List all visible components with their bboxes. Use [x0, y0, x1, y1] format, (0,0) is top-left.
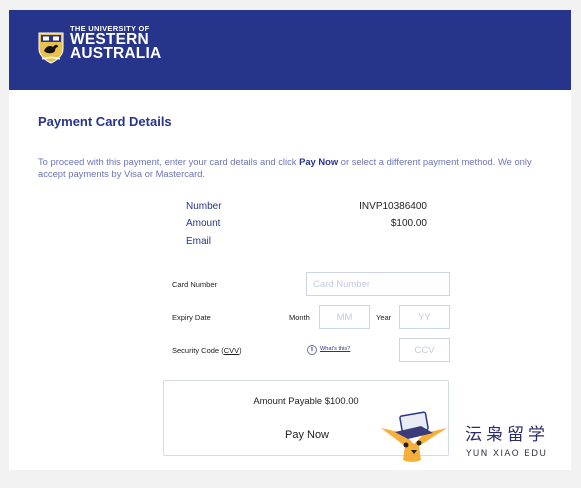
intro-text-part2: or select a different payment method. We… — [38, 156, 532, 179]
intro-text: To proceed with this payment, enter your… — [38, 156, 548, 180]
expiry-month-input[interactable] — [319, 305, 370, 329]
card-number-input[interactable] — [306, 272, 450, 296]
security-code-input[interactable] — [399, 338, 450, 362]
invoice-number-value: INVP10386400 — [359, 201, 427, 212]
whats-this-link[interactable]: What's this? — [320, 346, 351, 352]
security-code-label: Security Code (CVV) — [172, 346, 242, 355]
invoice-amount-label: Amount — [186, 218, 221, 229]
university-logo-text[interactable]: THE UNIVERSITY OF WESTERN AUSTRALIA — [70, 24, 162, 62]
amount-payable-text: Amount Payable $100.00 — [253, 395, 359, 406]
security-code-label-prefix: Security Code ( — [172, 346, 224, 355]
watermark-english-text: YUN XIAO EDU — [466, 449, 548, 459]
logo-line-australia: AUSTRALIA — [70, 45, 162, 62]
watermark-chinese-text: 沄枭留学 — [465, 425, 549, 445]
intro-text-part1: To proceed with this payment, enter your… — [38, 156, 300, 167]
info-icon[interactable]: i — [307, 345, 317, 355]
university-crest-icon[interactable] — [38, 32, 64, 64]
logo-subtitle: THE UNIVERSITY OF — [70, 24, 150, 33]
invoice-number-label: Number — [186, 201, 222, 212]
site-header — [9, 10, 571, 90]
intro-pay-now-emphasis: Pay Now — [299, 156, 339, 167]
year-label: Year — [376, 313, 392, 322]
expiry-year-input[interactable] — [399, 305, 450, 329]
security-code-label-suffix: ) — [239, 346, 242, 355]
logo-line-western: WESTERN — [70, 31, 149, 48]
expiry-date-label: Expiry Date — [172, 313, 211, 322]
month-label: Month — [289, 313, 310, 322]
cvv-link[interactable]: CVV — [223, 346, 240, 355]
card-number-label: Card Number — [172, 280, 218, 289]
pay-now-button[interactable]: Pay Now — [184, 423, 430, 447]
invoice-amount-value: $100.00 — [390, 218, 427, 229]
watermark-logo-icon — [381, 411, 447, 462]
invoice-email-label: Email — [186, 236, 212, 247]
page-title: Payment Card Details — [38, 114, 172, 129]
